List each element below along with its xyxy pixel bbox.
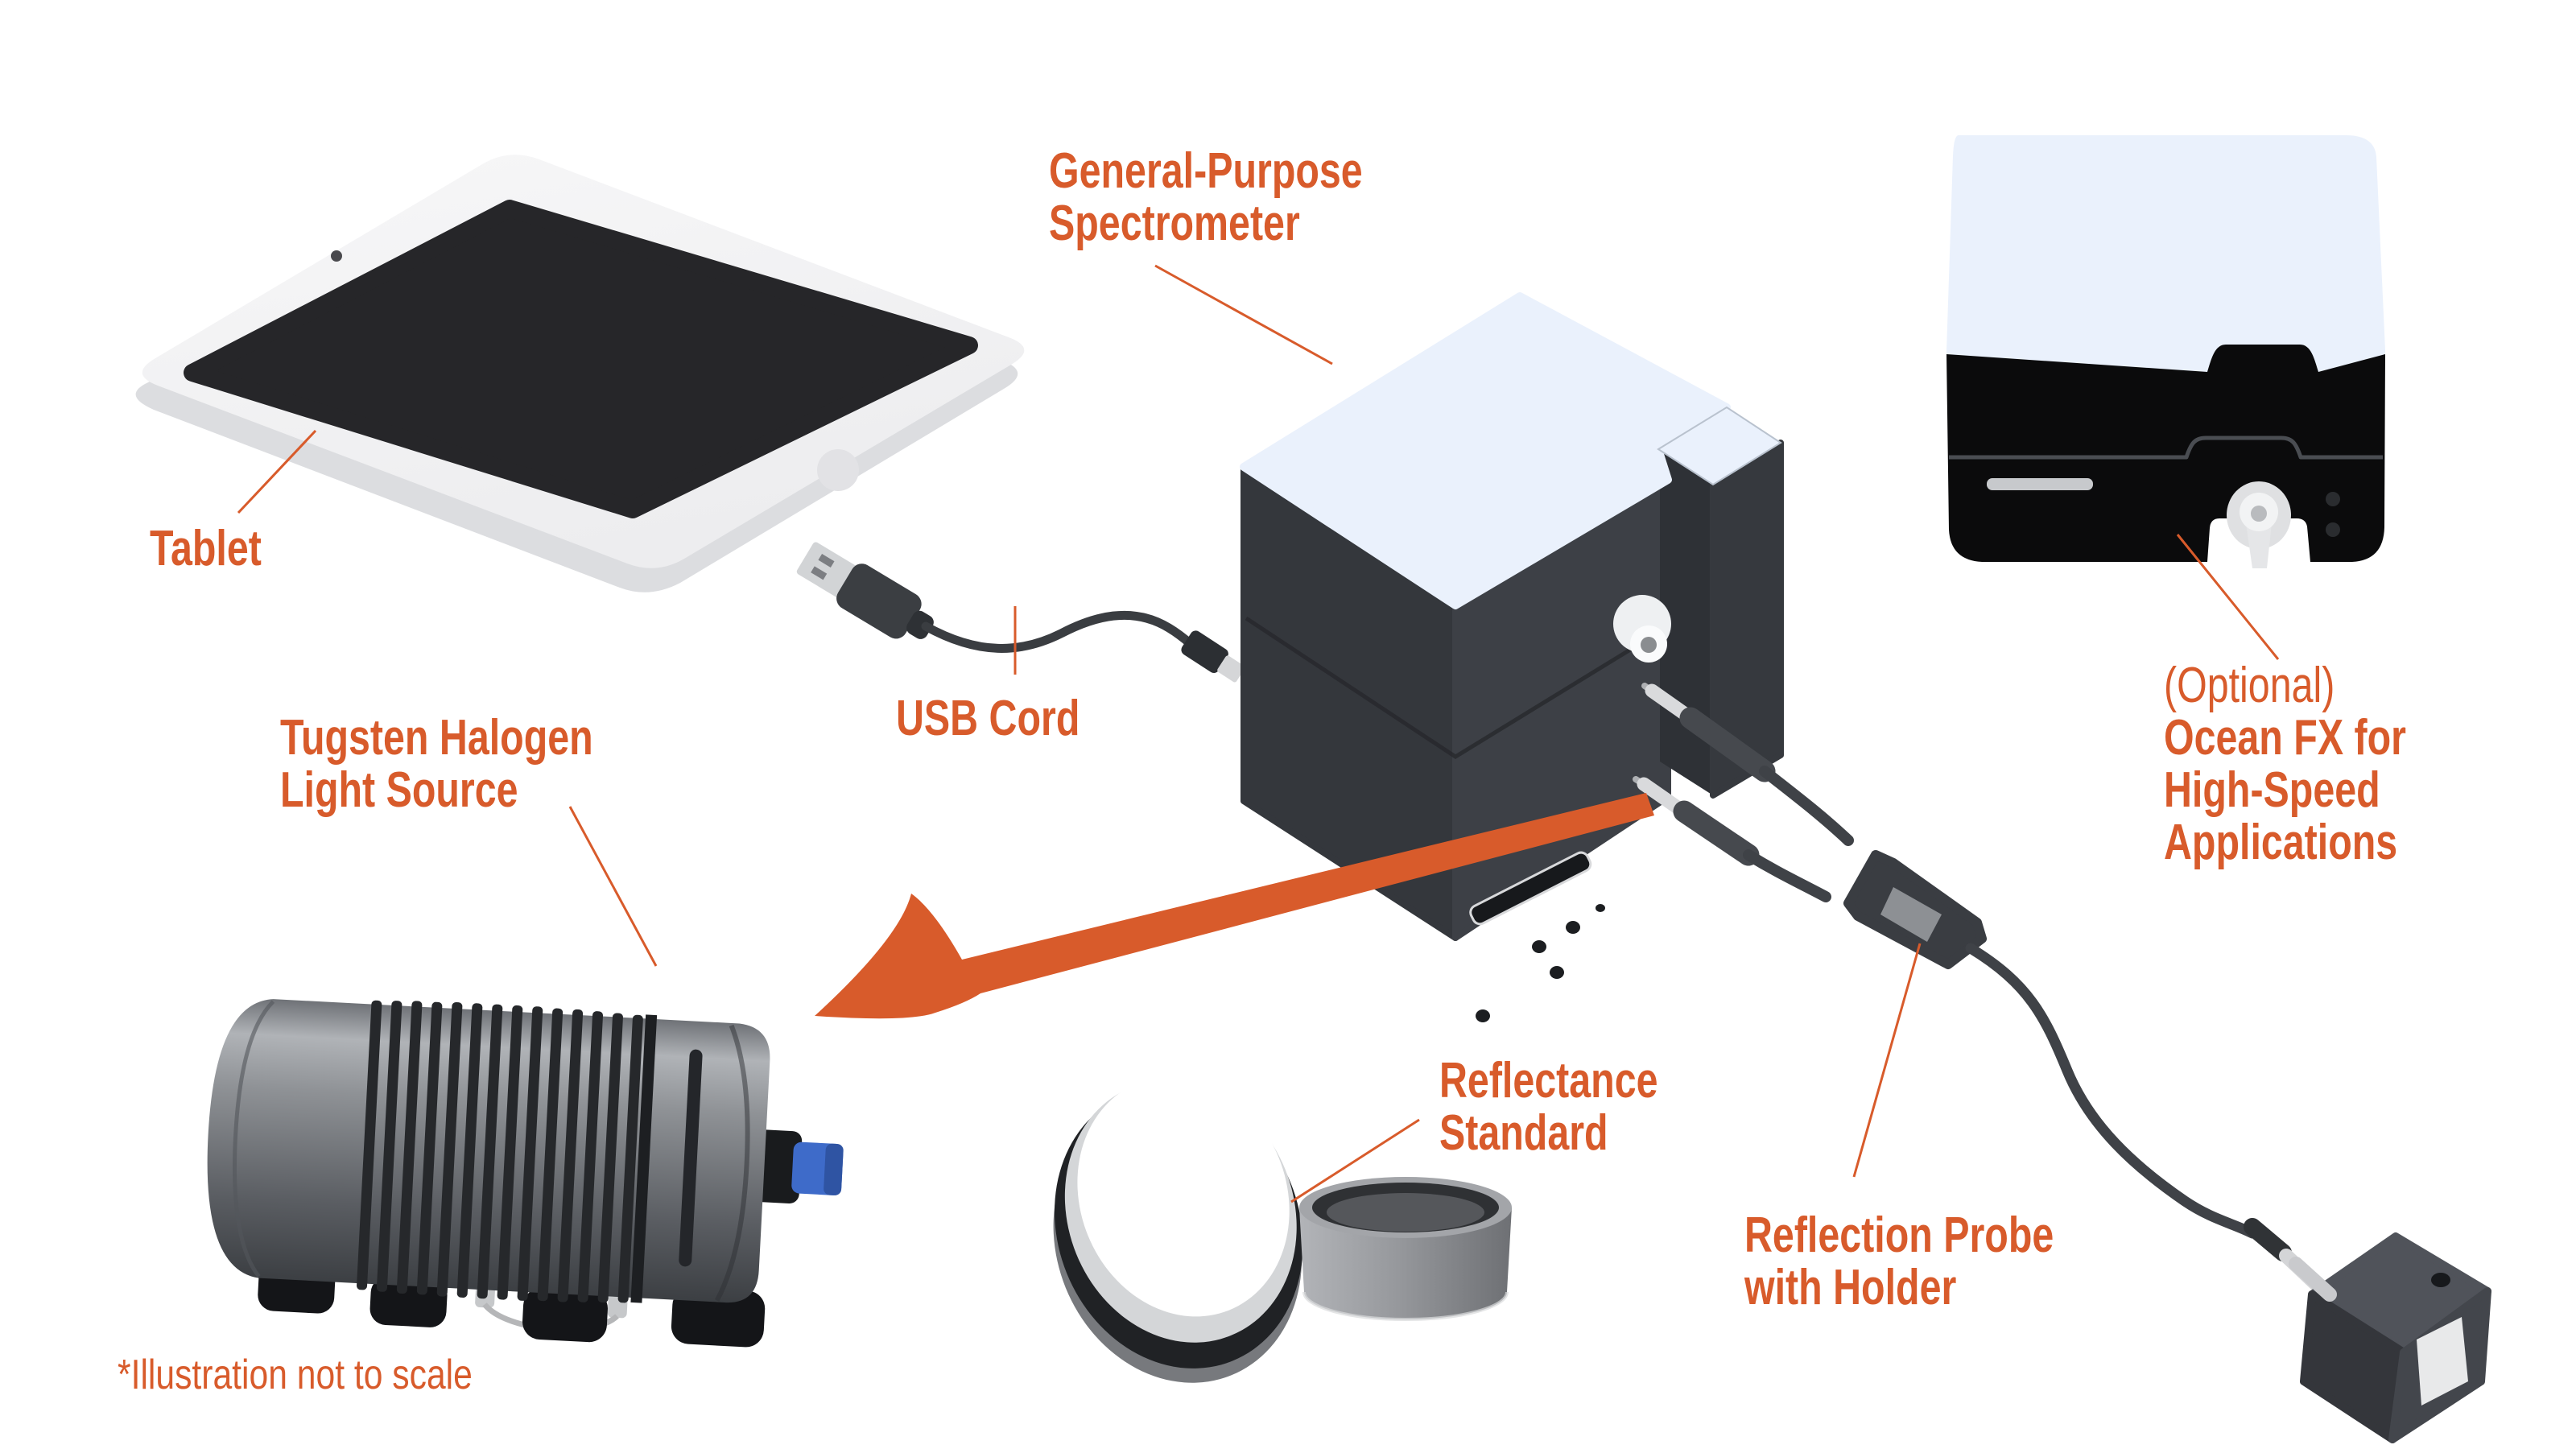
screw-hole bbox=[1476, 1009, 1490, 1022]
leader-line-light-source bbox=[568, 806, 658, 967]
probe-end-ferrule bbox=[2244, 1218, 2292, 1261]
oceanfx-led-dot bbox=[2326, 492, 2340, 506]
sma-connector-bore bbox=[1641, 637, 1657, 653]
oceanfx-top-face bbox=[1946, 135, 2386, 372]
usb-cable bbox=[921, 610, 1195, 653]
probe-leg-cable bbox=[1743, 849, 1831, 902]
flow-arrow bbox=[815, 793, 1654, 1019]
probe-leg-cable bbox=[1759, 766, 1854, 846]
label-light-source-line: Light Source bbox=[280, 762, 518, 818]
tablet-home-button bbox=[817, 449, 859, 491]
probe-main-cable bbox=[1965, 943, 2258, 1239]
label-usb-cord: USB Cord bbox=[896, 692, 1080, 745]
label-ocean-fx-line: Ocean FX for bbox=[2164, 710, 2406, 766]
probe-junction-label-patch bbox=[1880, 887, 1942, 942]
oceanfx-front-face bbox=[1946, 345, 2385, 562]
pin-hole bbox=[1596, 904, 1605, 912]
light-source-foot bbox=[671, 1287, 766, 1348]
probe-tip-silver bbox=[1637, 777, 1688, 817]
label-tablet: Tablet bbox=[150, 522, 262, 575]
probe-tip-silver bbox=[1645, 683, 1695, 723]
spectrometer-lid-seam bbox=[1245, 616, 1665, 759]
light-source-blue-knob-shade bbox=[824, 1143, 844, 1195]
leader-line-tablet bbox=[237, 429, 317, 514]
oceanfx-seam-line bbox=[1949, 436, 2383, 460]
usb-a-shield bbox=[796, 542, 858, 598]
spectrometer-column-top-face bbox=[1657, 406, 1782, 486]
label-reflection-probe-line: with Holder bbox=[1744, 1260, 1957, 1315]
light-source-illustration bbox=[207, 999, 844, 1348]
reflection-probe-illustration bbox=[1633, 683, 2491, 1443]
light-source-foot bbox=[369, 1276, 448, 1327]
probe-inserted-tip bbox=[2289, 1257, 2337, 1302]
light-source-heatsink-fins bbox=[357, 1000, 643, 1303]
usb-cord-illustration bbox=[796, 542, 1245, 683]
footnote-not-to-scale: *Illustration not to scale bbox=[118, 1352, 473, 1398]
usb-a-body bbox=[836, 564, 922, 639]
tablet-screen bbox=[184, 200, 978, 518]
label-reflectance-line: Standard bbox=[1439, 1105, 1608, 1161]
oceanfx-led-dot bbox=[2326, 522, 2340, 537]
label-ocean-fx-line: Applications bbox=[2164, 815, 2398, 870]
leader-line-reflectance bbox=[1290, 1118, 1420, 1203]
oceanfx-illustration bbox=[1946, 135, 2386, 568]
usb-a-pin-hole bbox=[818, 553, 835, 568]
light-source-fin-cap-boundary bbox=[630, 1014, 658, 1303]
leader-line-spectrometer bbox=[1154, 264, 1333, 365]
light-source-connector-nub bbox=[758, 1129, 803, 1203]
label-ocean-fx: (Optional) Ocean FX for High-Speed Appli… bbox=[2164, 659, 2406, 869]
label-reflectance-line: Reflectance bbox=[1439, 1053, 1658, 1108]
probe-leg-body bbox=[1679, 707, 1776, 782]
probe-leg-body bbox=[1673, 800, 1760, 866]
label-light-source-line: Tugsten Halogen bbox=[280, 710, 593, 766]
label-spectrometer-line: Spectrometer bbox=[1049, 196, 1300, 251]
label-usb-cord-line: USB Cord bbox=[896, 691, 1080, 746]
tablet-illustration bbox=[135, 155, 1025, 592]
usb-mini-body bbox=[1181, 630, 1228, 673]
label-reflection-probe: Reflection Probe with Holder bbox=[1744, 1209, 2054, 1314]
holder-label-patch bbox=[2417, 1317, 2468, 1406]
usb-a-pin-hole bbox=[811, 566, 828, 580]
sd-card-slot bbox=[1469, 851, 1592, 926]
oceanfx-sma-stem bbox=[2246, 523, 2272, 568]
standard-cup-floor bbox=[1327, 1193, 1484, 1232]
screw-hole bbox=[1550, 966, 1564, 979]
label-spectrometer-line: General-Purpose bbox=[1049, 143, 1363, 199]
label-reflectance-standard: Reflectance Standard bbox=[1439, 1055, 1657, 1159]
reflectance-standard-illustration bbox=[1053, 1076, 1512, 1383]
light-source-endcap-seam bbox=[232, 1000, 275, 1278]
label-light-source: Tugsten Halogen Light Source bbox=[280, 712, 593, 816]
standard-white-face bbox=[1077, 1076, 1290, 1317]
spectrometer-illustration bbox=[1240, 292, 1784, 1022]
standard-cup-body bbox=[1299, 1208, 1512, 1319]
leader-line-ocean-fx bbox=[2176, 534, 2280, 660]
light-source-rightcap-seam bbox=[715, 1024, 750, 1302]
light-source-cap-slot bbox=[679, 1049, 703, 1267]
tablet-camera-dot bbox=[331, 250, 342, 262]
label-reflection-probe-line: Reflection Probe bbox=[1744, 1208, 2054, 1263]
standard-cup-bottom-highlight bbox=[1302, 1291, 1509, 1321]
screw-hole bbox=[1532, 940, 1546, 953]
usb-mini-tip bbox=[1217, 655, 1245, 683]
usb-a-strain-relief bbox=[906, 610, 934, 639]
holder-hole bbox=[2431, 1273, 2450, 1287]
label-spectrometer: General-Purpose Spectrometer bbox=[1049, 145, 1363, 250]
oceanfx-sma-bore bbox=[2251, 506, 2267, 522]
label-ocean-fx-optional: (Optional) bbox=[2164, 658, 2335, 713]
oceanfx-slot-bar bbox=[1987, 478, 2093, 490]
label-tablet-line: Tablet bbox=[150, 521, 262, 576]
leader-line-reflection-probe bbox=[1852, 943, 1922, 1178]
label-ocean-fx-line: High-Speed bbox=[2164, 762, 2380, 818]
screw-hole bbox=[1566, 921, 1580, 934]
